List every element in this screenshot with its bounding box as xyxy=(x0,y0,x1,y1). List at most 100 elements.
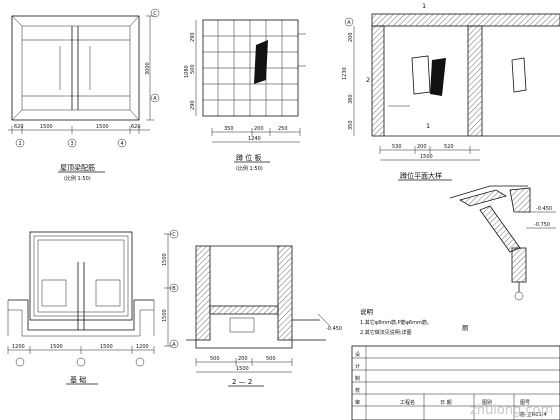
squat-dim-left-4: 350 xyxy=(348,120,354,130)
squat-dim-left-3: 380 xyxy=(348,94,354,104)
tb-label-4: 校 xyxy=(355,387,360,394)
tile-dim-3: 250 xyxy=(278,126,288,132)
section-dim-3: 500 xyxy=(266,356,276,362)
detail-level-1: -0.450 xyxy=(536,206,552,212)
section-dim-total: 1500 xyxy=(236,366,249,372)
foundation-dim-2: 1500 xyxy=(50,344,63,350)
section-left-wall xyxy=(195,245,211,341)
section-dim-2: 200 xyxy=(238,356,248,362)
roof-axis-3: 3 xyxy=(71,141,74,147)
roof-inner xyxy=(21,25,131,111)
squat-dim-3: 520 xyxy=(444,144,454,150)
section-title: 2 — 2 xyxy=(232,378,252,386)
tb-label-5: 审 xyxy=(355,399,360,406)
squat-axis-a: A xyxy=(347,20,351,26)
tb-cell-2: 日 期 xyxy=(440,400,452,406)
squat-left-wall xyxy=(371,25,385,137)
section-ground xyxy=(186,339,326,349)
squat-dim-left-1: 200 xyxy=(348,32,354,42)
tile-dim-2: 200 xyxy=(254,126,264,132)
watermark: zhulong.com xyxy=(470,403,553,418)
roof-dim-right: 3000 xyxy=(145,62,151,75)
squat-plan-detail: 200 1230 380 350 A 2 1 1 530 200 520 150… xyxy=(342,2,560,181)
roof-axis-c: C xyxy=(153,11,157,17)
tb-cell-4: 图号 xyxy=(520,400,530,406)
foundation-axis-b: B xyxy=(172,286,176,292)
squat-pan-elevation xyxy=(254,40,268,84)
roof-axis-a: A xyxy=(153,96,157,102)
foundation-title: 基 础 xyxy=(70,375,86,384)
tb-cell-3: 图别 xyxy=(482,399,492,406)
squat-axis-bottom: 1 xyxy=(426,122,430,130)
foundation-dim-4: 1200 xyxy=(136,344,149,350)
foundation-dim-right-2: 1500 xyxy=(162,309,168,322)
section-dim-1: 500 xyxy=(210,356,220,362)
squat-plan-title: 蹲位平面大样 xyxy=(400,171,442,180)
squat-pan-2 xyxy=(511,57,527,93)
title-block-frame xyxy=(351,345,560,420)
tile-dim-1: 350 xyxy=(224,126,234,132)
notes-block: 说明 1.其它φ8mm筋,P筋φ6mm筋。 2.其它做法见说明;详图 厕 xyxy=(360,307,469,336)
squat-axis-2: 2 xyxy=(366,76,370,84)
tile-dim-total: 1240 xyxy=(248,136,261,142)
squat-mid-wall xyxy=(467,25,483,137)
roof-plan-scale: (比例 1:50) xyxy=(64,175,91,182)
detail-slab xyxy=(458,189,508,207)
tile-dim-left-total: 1080 xyxy=(184,65,190,78)
squat-pan-1 xyxy=(411,55,431,95)
squat-dim-total: 1500 xyxy=(420,154,433,160)
foundation-dim-right-1: 1500 xyxy=(162,253,168,266)
roof-axis-4: 4 xyxy=(121,141,124,147)
squat-dim-left-2: 1230 xyxy=(342,67,348,80)
tb-label-3: 制 xyxy=(355,375,360,382)
tile-dim-left-3: 290 xyxy=(190,100,196,110)
roof-dim-4: 620 xyxy=(131,124,141,130)
foundation-axis-a: A xyxy=(172,342,176,348)
roof-outline xyxy=(11,15,140,121)
tile-elev-title: 蹲 位 板 xyxy=(236,153,261,162)
roof-plan: 620 1500 1500 620 2 3 4 3000 C A 屋顶梁配筋 (… xyxy=(8,8,160,182)
foundation-dim-3: 1500 xyxy=(100,344,113,350)
title-block: 设 计 制 校 审 工程名 日 期 图别 图号 施-立R01/4 xyxy=(351,345,560,420)
squat-axis-top: 1 xyxy=(422,2,426,10)
foundation-plan: 1200 1500 1500 1200 1500 1500 C B A 基 础 xyxy=(7,229,179,385)
notes-line-2: 2.其它做法见说明;详图 xyxy=(360,329,411,336)
detail-level-2: -0.750 xyxy=(534,222,550,228)
detail-beam xyxy=(509,187,531,213)
detail-slope xyxy=(479,205,521,253)
section-pan xyxy=(229,317,255,333)
squat-top-wall xyxy=(371,13,560,27)
foundation-footing xyxy=(8,299,154,331)
roof-dim-1: 620 xyxy=(14,124,24,130)
roof-dim-2: 1500 xyxy=(40,124,53,130)
tile-dim-left-1: 290 xyxy=(190,32,196,42)
roof-plan-title: 屋顶梁配筋 xyxy=(60,163,95,172)
squat-dim-1: 530 xyxy=(392,144,402,150)
foundation-axis-c: C xyxy=(172,232,176,238)
section-2-2: -0.450 500 200 500 1500 2 — 2 xyxy=(186,245,342,387)
detail-axis-marker xyxy=(514,291,524,301)
tile-dim-left-2: 500 xyxy=(190,64,196,74)
foundation-outer xyxy=(29,231,133,321)
notes-right-label: 厕 xyxy=(462,324,469,332)
squat-dim-2: 200 xyxy=(417,144,427,150)
section-level: -0.450 xyxy=(326,326,342,332)
roof-dim-3: 1500 xyxy=(96,124,109,130)
roof-axis-2: 2 xyxy=(19,141,22,147)
foundation-dim-1: 1200 xyxy=(12,344,25,350)
tb-sheet-no: 施-立R01/4 xyxy=(520,411,547,418)
tb-label-1: 设 xyxy=(355,351,360,358)
detail-column xyxy=(511,247,527,283)
notes-heading: 说明 xyxy=(360,307,374,316)
squat-pan-1-shadow xyxy=(430,58,446,96)
section-slab xyxy=(209,305,279,315)
notes-line-1: 1.其它φ8mm筋,P筋φ6mm筋。 xyxy=(360,319,432,326)
edge-detail: -0.450 -0.750 xyxy=(449,185,556,301)
detail-slab-top xyxy=(449,185,528,199)
tb-cell-1: 工程名 xyxy=(400,399,415,406)
tile-elev-scale: (比例 1:50) xyxy=(236,165,263,172)
tb-label-2: 计 xyxy=(355,363,360,370)
tile-elevation: 290 500 290 1080 350 200 250 1240 蹲 位 板 … xyxy=(184,19,306,172)
section-right-wall xyxy=(277,245,293,341)
